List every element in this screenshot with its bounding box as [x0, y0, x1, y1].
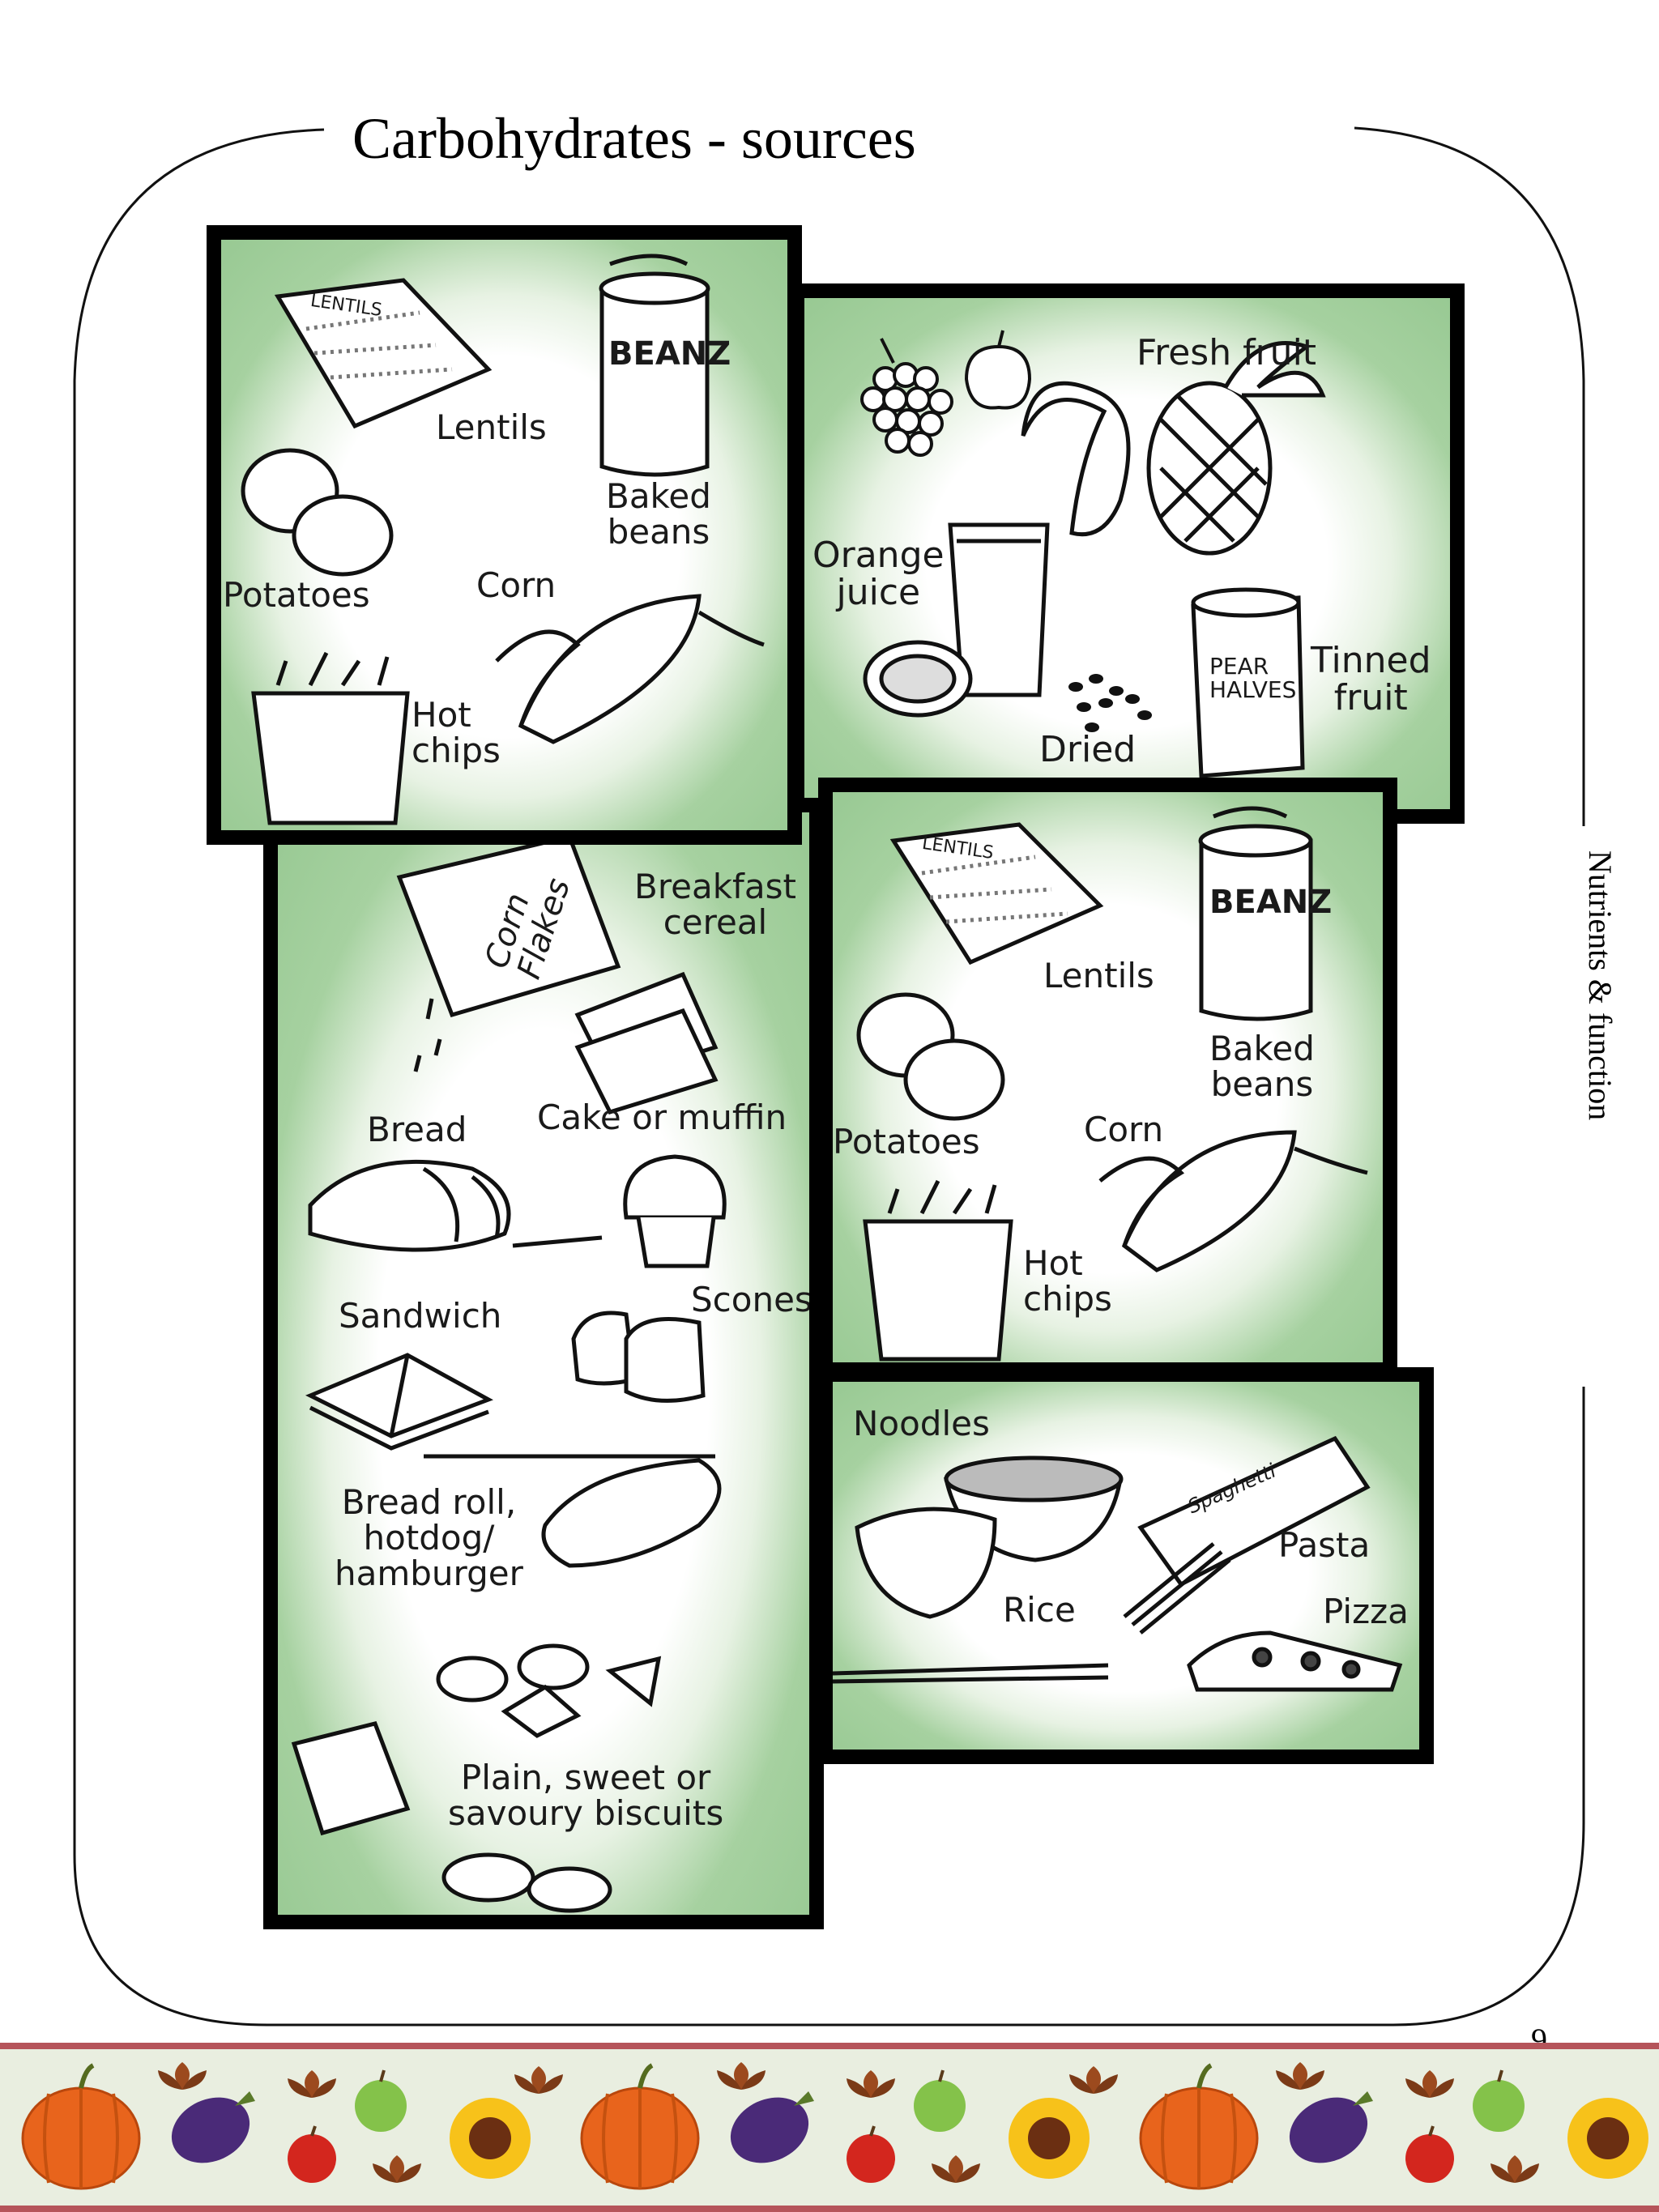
- label-sandwich: Sandwich: [339, 1296, 502, 1336]
- panel-fruit: Fresh fruit Orange juice Tinned fruit Dr…: [790, 283, 1465, 824]
- panel-staples-repeat: LENTILS BEANZ Lentils Baked beans Potato…: [818, 778, 1397, 1377]
- orange-half-icon: [863, 640, 973, 718]
- label-pizza: Pizza: [1323, 1592, 1409, 1631]
- label-rice: Rice: [1003, 1590, 1076, 1630]
- tinned-fruit-can-text: PEAR HALVES: [1209, 653, 1297, 704]
- potato-icon: [856, 992, 1005, 1121]
- label-lentils: Lentils: [436, 407, 547, 447]
- label-breakfast-cereal: Breakfast cereal: [634, 867, 796, 943]
- label-pasta: Pasta: [1278, 1525, 1371, 1565]
- biscuits-icon: [291, 1643, 662, 1913]
- apple-icon: [964, 330, 1032, 410]
- label-baked-beans: Baked beans: [606, 476, 711, 552]
- label-cake-or-muffin: Cake or muffin: [537, 1097, 787, 1137]
- leaf-icon: [1491, 2155, 1539, 2183]
- juice-glass-icon: [948, 522, 1050, 697]
- lentils-bag-icon: [889, 822, 1104, 965]
- page-title: Carbohydrates - sources: [352, 106, 916, 171]
- sunflower-icon: [450, 2098, 531, 2179]
- sandwich-icon: [305, 1353, 493, 1451]
- bread-loaf-icon: [308, 1160, 603, 1252]
- chips-box-icon: [251, 651, 410, 825]
- decorative-border: [0, 2043, 1659, 2212]
- label-potatoes: Potatoes: [223, 575, 370, 615]
- apple-icon: [286, 2125, 338, 2184]
- label-hot-chips: Hot chips: [1023, 1243, 1112, 1319]
- toast-icon: [574, 971, 719, 1115]
- banana-icon: [1021, 381, 1131, 537]
- potato-icon: [241, 448, 394, 577]
- leaf-icon: [847, 2070, 895, 2098]
- scones-icon: [571, 1311, 706, 1403]
- label-bread: Bread: [367, 1110, 467, 1149]
- sunflower-icon: [1009, 2098, 1090, 2179]
- rice-bowl-icon: [833, 1507, 1109, 1684]
- lentils-bag-icon: [274, 278, 493, 429]
- apple-icon: [845, 2125, 897, 2184]
- label-corn: Corn: [476, 565, 557, 605]
- label-biscuits: Plain, sweet or savoury biscuits: [448, 1758, 724, 1834]
- panel-staples: LENTILS BEANZ Lentils Baked beans Potato…: [207, 225, 802, 845]
- leaf-icon: [932, 2155, 980, 2183]
- apple-icon: [353, 2069, 408, 2133]
- grapes-icon: [860, 338, 953, 457]
- eggplant-icon: [160, 2085, 261, 2176]
- tinned-fruit-can-icon: [1191, 587, 1305, 778]
- side-label: Nutrients & function: [1582, 850, 1618, 1121]
- beans-can-text: BEANZ: [1209, 884, 1333, 921]
- label-corn: Corn: [1084, 1110, 1164, 1149]
- leaf-icon: [1405, 2070, 1454, 2098]
- cereal-box-icon: [396, 834, 621, 1072]
- baked-beans-can-icon: [1198, 806, 1313, 1021]
- beans-can-text: BEANZ: [608, 335, 731, 373]
- sunflower-icon: [1567, 2098, 1648, 2179]
- pumpkin-icon: [23, 2065, 139, 2189]
- leaf-icon: [158, 2062, 207, 2090]
- panel-grains: Spaghetti Noodles Pasta Rice Pizza: [818, 1367, 1434, 1764]
- leaf-icon: [1276, 2062, 1324, 2090]
- panel-bakery: Corn Flakes Breakfast cereal Bread Cake …: [263, 798, 824, 1929]
- leaf-icon: [514, 2066, 563, 2094]
- eggplant-icon: [719, 2085, 820, 2176]
- eggplant-icon: [1278, 2085, 1379, 2176]
- label-baked-beans: Baked beans: [1209, 1029, 1315, 1105]
- leaf-icon: [373, 2155, 421, 2183]
- label-potatoes: Potatoes: [833, 1122, 980, 1161]
- corn-icon: [495, 594, 765, 744]
- leaf-icon: [717, 2062, 766, 2090]
- pumpkin-icon: [582, 2065, 698, 2189]
- label-lentils: Lentils: [1043, 956, 1154, 995]
- corn-icon: [1098, 1130, 1368, 1272]
- label-hot-chips: Hot chips: [412, 695, 501, 771]
- pumpkin-icon: [1141, 2065, 1257, 2189]
- apple-icon: [1471, 2069, 1526, 2133]
- pizza-slice-icon: [1187, 1630, 1403, 1692]
- dried-fruit-icon: [1068, 674, 1152, 732]
- chips-box-icon: [863, 1179, 1013, 1362]
- baked-beans-can-icon: [599, 254, 710, 477]
- hotdog-roll-icon: [424, 1454, 722, 1568]
- label-orange-juice: Orange juice: [812, 535, 945, 614]
- muffin-icon: [623, 1154, 727, 1268]
- label-bread-roll: Bread roll, hotdog/ hamburger: [335, 1482, 523, 1594]
- leaf-icon: [1069, 2066, 1118, 2094]
- label-tinned-fruit: Tinned fruit: [1311, 640, 1431, 719]
- pineapple-icon: [1146, 341, 1326, 556]
- leaf-icon: [288, 2070, 336, 2098]
- apple-icon: [912, 2069, 967, 2133]
- label-scones: Scones: [691, 1280, 812, 1319]
- label-dried-fruit: Dried: [1039, 729, 1137, 770]
- pasta-pack-icon: [1123, 1435, 1371, 1634]
- label-noodles: Noodles: [853, 1404, 990, 1443]
- label-fresh-fruit: Fresh fruit: [1137, 332, 1317, 373]
- apple-icon: [1404, 2125, 1456, 2184]
